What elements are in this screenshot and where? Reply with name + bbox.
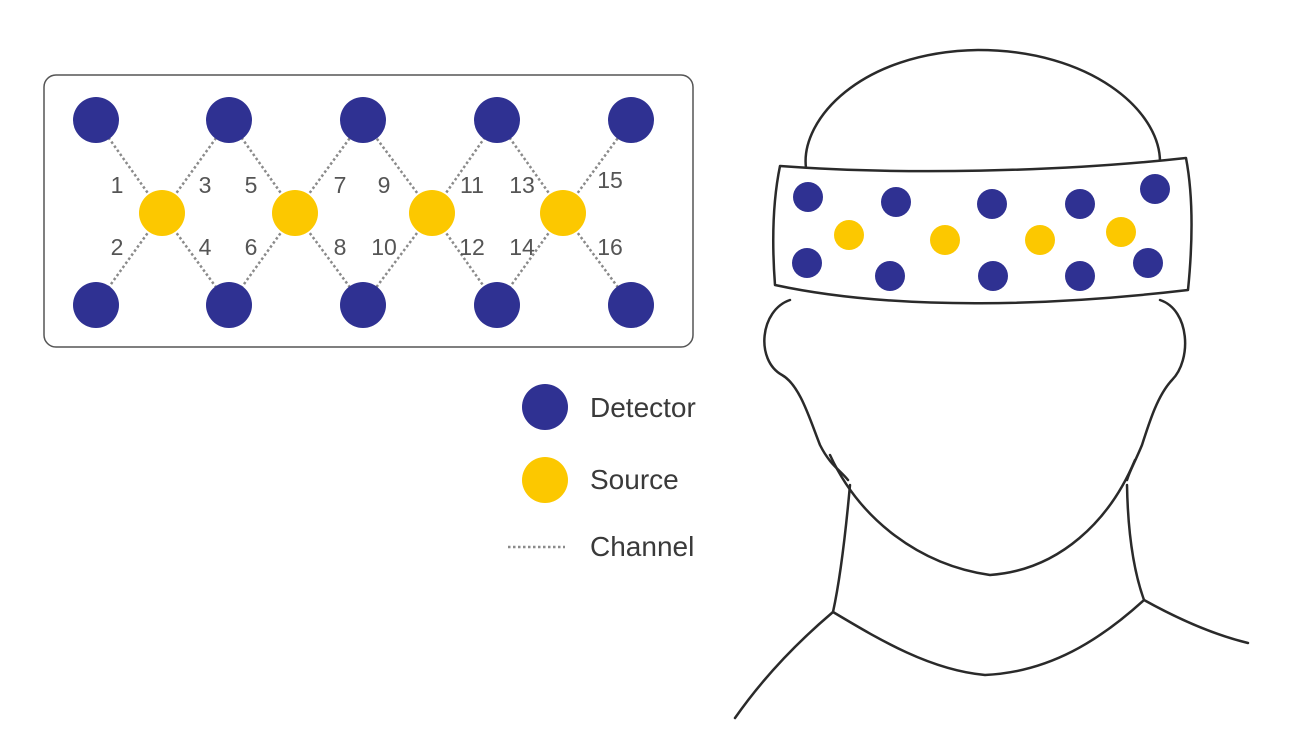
detector-bottom-3: [340, 282, 386, 328]
headband-detector-6: [792, 248, 822, 278]
legend-source-swatch: [522, 457, 568, 503]
detector-bottom-1: [73, 282, 119, 328]
headband-detector-1: [793, 182, 823, 212]
channel-label-6: 6: [245, 234, 258, 260]
neck-right: [1125, 483, 1146, 602]
channel-label-12: 12: [459, 234, 485, 260]
head-top-outline: [804, 48, 1162, 170]
headband-source-4: [1106, 217, 1136, 247]
channel-line: [160, 212, 231, 306]
legend-source-label: Source: [590, 464, 679, 495]
headband-source-1: [834, 220, 864, 250]
source-2: [272, 190, 318, 236]
detector-bottom-5: [608, 282, 654, 328]
layout-map-frame: [43, 74, 694, 348]
shoulder-right: [1142, 598, 1250, 645]
channel-line: [227, 212, 297, 306]
channel-label-8: 8: [334, 234, 347, 260]
headband-detector-2: [881, 187, 911, 217]
channel-label-2: 2: [111, 234, 124, 260]
legend-detector-swatch: [522, 384, 568, 430]
legend: Detector Source Channel: [508, 384, 696, 562]
channel-line: [430, 212, 499, 306]
source-3: [409, 190, 455, 236]
head-left-side: [763, 298, 850, 482]
channel-line: [430, 119, 499, 214]
headband: [771, 156, 1193, 305]
source-4: [540, 190, 586, 236]
channel-line: [94, 212, 164, 306]
head-jaw-outline: [828, 453, 1137, 577]
detector-bottom-4: [474, 282, 520, 328]
channel-label-5: 5: [245, 172, 258, 198]
detector-top-3: [340, 97, 386, 143]
detector-bottom-2: [206, 282, 252, 328]
channel-label-1: 1: [111, 172, 124, 198]
source-1: [139, 190, 185, 236]
channel-label-15: 15: [597, 167, 623, 193]
headband-source-2: [930, 225, 960, 255]
headband-detector-9: [1065, 261, 1095, 291]
headband-sources: [834, 217, 1136, 255]
detector-group: [73, 97, 654, 328]
channel-label-9: 9: [378, 172, 391, 198]
headband-detectors: [792, 174, 1170, 291]
head-right-side: [1125, 298, 1187, 482]
headband-detector-10: [1133, 248, 1163, 278]
detector-top-2: [206, 97, 252, 143]
channel-line: [495, 212, 565, 306]
head-illustration: [733, 48, 1250, 720]
headband-detector-7: [875, 261, 905, 291]
channel-label-13: 13: [509, 172, 535, 198]
legend-channel-label: Channel: [590, 531, 694, 562]
headband-detector-4: [1065, 189, 1095, 219]
headband-source-3: [1025, 225, 1055, 255]
neck-left: [831, 483, 852, 614]
channel-label-4: 4: [199, 234, 212, 260]
channel-label-3: 3: [199, 172, 212, 198]
detector-top-4: [474, 97, 520, 143]
headband-detector-5: [1140, 174, 1170, 204]
detector-top-1: [73, 97, 119, 143]
headband-detector-3: [977, 189, 1007, 219]
channel-label-7: 7: [334, 172, 347, 198]
detector-top-5: [608, 97, 654, 143]
channel-label-11: 11: [460, 172, 484, 198]
channel-label-14: 14: [509, 234, 535, 260]
shoulder-left: [733, 610, 835, 720]
legend-detector-label: Detector: [590, 392, 696, 423]
headband-detector-8: [978, 261, 1008, 291]
source-group: [139, 190, 586, 236]
channel-label-16: 16: [597, 234, 623, 260]
collar-line: [831, 598, 1146, 677]
channel-label-10: 10: [371, 234, 397, 260]
